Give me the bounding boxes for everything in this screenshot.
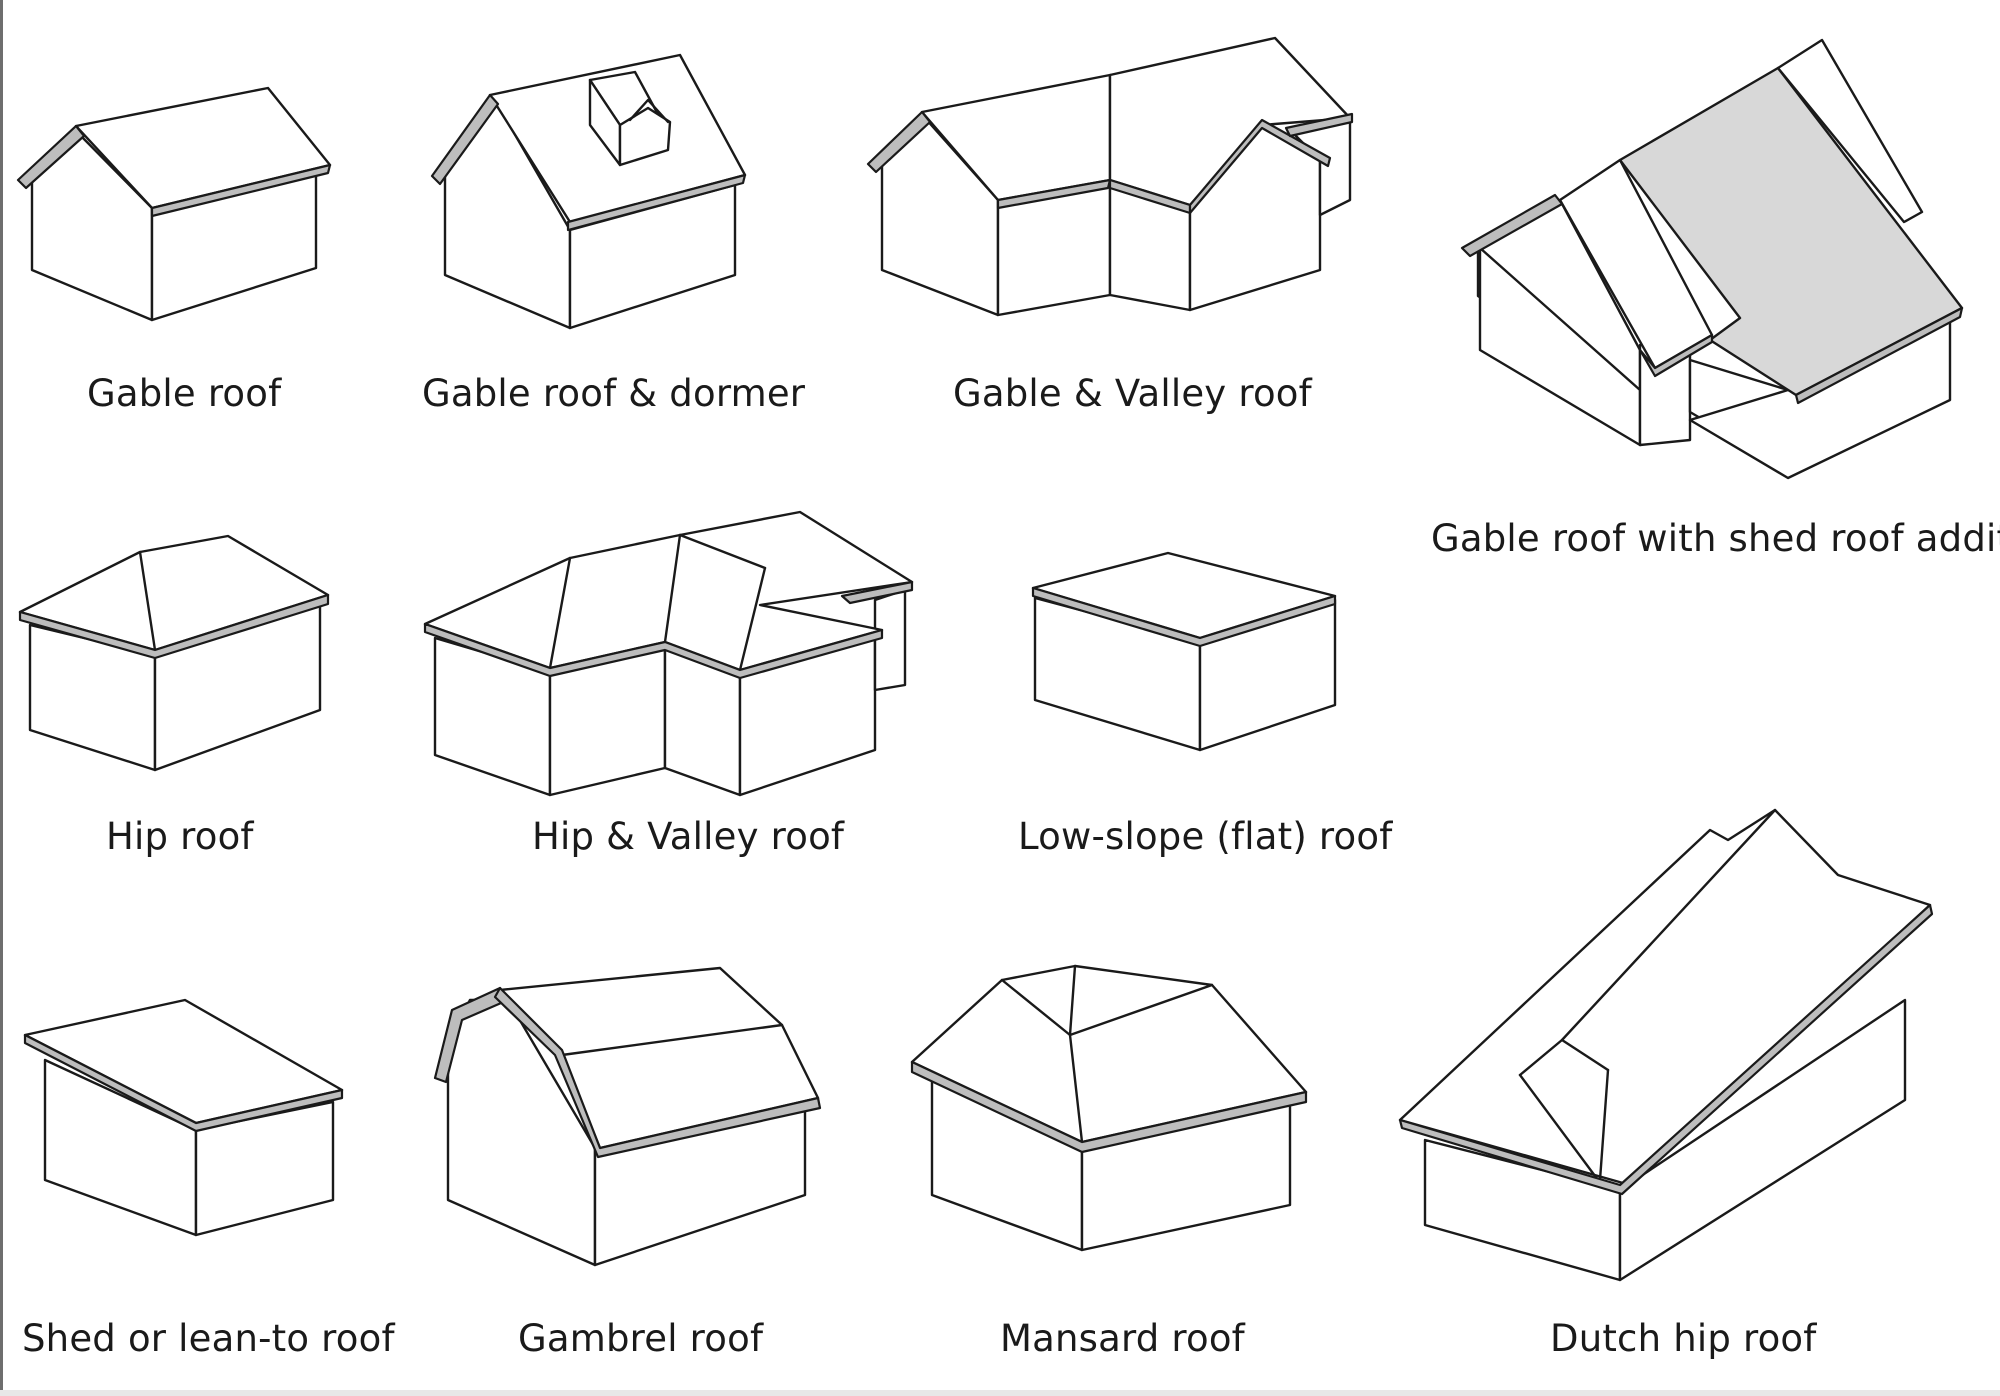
label-gable-roof-dormer: Gable roof & dormer xyxy=(422,372,806,415)
mansard-roof-illustration xyxy=(910,964,1308,1252)
left-border xyxy=(0,0,3,1396)
label-mansard-roof: Mansard roof xyxy=(1000,1317,1245,1360)
label-dutch-hip-roof: Dutch hip roof xyxy=(1550,1317,1817,1360)
bottom-border xyxy=(0,1390,2000,1396)
gable-roof-illustration xyxy=(16,86,332,322)
label-gable-valley-roof: Gable & Valley roof xyxy=(953,372,1312,415)
hip-roof-illustration xyxy=(18,534,330,772)
gambrel-roof-illustration xyxy=(433,966,822,1267)
gable-valley-roof-illustration xyxy=(866,36,1354,317)
label-gambrel-roof: Gambrel roof xyxy=(518,1317,764,1360)
gable-shed-roof-illustration xyxy=(1460,38,1964,480)
hip-valley-roof-illustration xyxy=(423,510,914,797)
label-gable-shed-roof: Gable roof with shed roof addition xyxy=(1431,517,2000,560)
label-hip-valley-roof: Hip & Valley roof xyxy=(532,815,845,858)
label-gable-roof: Gable roof xyxy=(87,372,282,415)
label-flat-roof: Low-slope (flat) roof xyxy=(1018,815,1393,858)
gable-roof-dormer-illustration xyxy=(430,53,747,330)
label-shed-roof: Shed or lean-to roof xyxy=(22,1317,395,1360)
label-hip-roof: Hip roof xyxy=(106,815,254,858)
flat-roof-illustration xyxy=(1031,551,1337,752)
shed-roof-illustration xyxy=(23,998,344,1237)
dutch-hip-roof-illustration xyxy=(1398,808,1934,1282)
